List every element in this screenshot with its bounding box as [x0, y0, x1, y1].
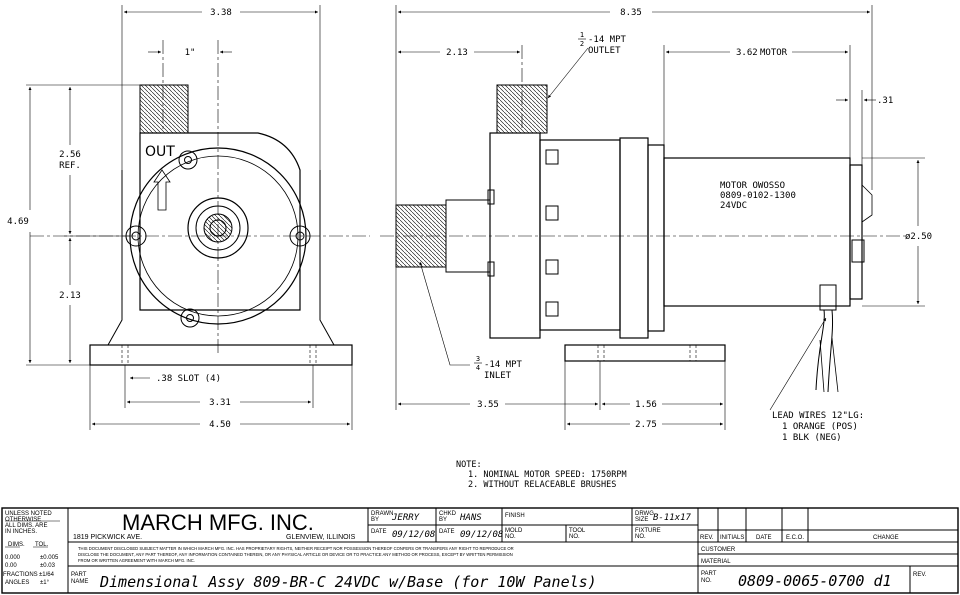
note-1: 1. NOMINAL MOTOR SPEED: 1750RPM: [468, 470, 627, 480]
date-header: DATE: [756, 535, 772, 541]
rev-header: REV.: [700, 535, 714, 541]
dim-center-height: 2.13: [59, 291, 81, 301]
drawn-label-2: BY: [371, 517, 379, 523]
dim-motor-label: MOTOR: [760, 48, 788, 58]
disclaimer-2: DISCLOSE THE DOCUMENT, ANY PART THEREOF,…: [78, 552, 513, 557]
chkd-label-1: CHKD: [439, 511, 457, 517]
inlet-thread: -14 MPT: [484, 360, 523, 370]
dims-row3: FRACTIONS: [3, 572, 38, 578]
motor-line3: 24VDC: [720, 201, 747, 211]
dim-port-height: 2.56: [59, 150, 81, 160]
customer-label: CUSTOMER: [701, 547, 736, 553]
title-block-frame: [1, 507, 959, 594]
inlet-label: INLET: [484, 371, 512, 381]
dims-row1: 0.000: [5, 555, 21, 561]
date-label-2: DATE: [439, 529, 455, 535]
notes-title: NOTE:: [456, 460, 482, 470]
note-2: 2. WITHOUT RELACEABLE BRUSHES: [468, 480, 616, 490]
front-view-labels: 3.38 1" 2.56 REF. 4.69 2.13 .38 SLOT (4)…: [7, 8, 232, 430]
dim-motor-diameter: ø2.50: [905, 232, 932, 242]
tol-row4: ±1°: [40, 580, 50, 586]
motor-line2: 0809-0102-1300: [720, 191, 796, 201]
inlet-fraction-num: 3: [476, 355, 480, 363]
dim-slot: .38 SLOT (4): [156, 374, 221, 384]
dim-motor-length: 3.62: [736, 48, 758, 58]
unless-noted-3: ALL DIMS. ARE: [5, 523, 47, 529]
dim-base-width: 4.50: [209, 420, 231, 430]
rev-label: REV.: [913, 572, 927, 578]
outlet-fraction-den: 2: [580, 40, 584, 48]
part-number-label-2: NO.: [701, 578, 712, 584]
tool-label-1: TOOL: [569, 528, 586, 534]
date-label-1: DATE: [371, 529, 387, 535]
unless-noted-1: UNLESS NOTED: [5, 511, 52, 517]
dim-inlet-to-base: 3.55: [477, 400, 499, 410]
drwg-label-1: DRWG: [635, 511, 654, 517]
out-label: OUT: [145, 144, 175, 160]
dim-base-offset: 1.56: [635, 400, 657, 410]
dims-row2: 0.00: [5, 563, 17, 569]
part-number-label-1: PART: [701, 571, 717, 577]
dim-hole-spacing: 3.31: [209, 398, 231, 408]
lead-line3: 1 BLK (NEG): [782, 433, 842, 443]
fixture-label-2: NO.: [635, 534, 646, 540]
dim-port-height-ref: REF.: [59, 161, 81, 171]
side-view: [380, 5, 925, 430]
unless-noted-2: OTHERWISE: [5, 517, 41, 523]
chkd-label-2: BY: [439, 517, 447, 523]
mold-label-2: NO.: [505, 534, 516, 540]
front-view: [26, 5, 370, 430]
company-name: MARCH MFG. INC.: [122, 510, 314, 535]
part-name-label-1: PART: [71, 572, 87, 578]
title-block: UNLESS NOTED OTHERWISE ALL DIMS. ARE IN …: [3, 510, 927, 591]
side-view-labels: 8.35 2.13 1 2 -14 MPT OUTLET 3.62 MOTOR …: [446, 8, 932, 443]
drawn-by: JERRY: [391, 513, 420, 523]
disclaimer-3: FROM OR WRITTEN AGREEMENT WITH MARCH MFG…: [78, 558, 195, 563]
material-label: MATERIAL: [701, 559, 731, 565]
finish-label: FINISH: [505, 513, 525, 519]
motor-line1: MOTOR OWOSSO: [720, 181, 785, 191]
company-address: 1819 PICKWICK AVE.: [73, 534, 142, 541]
tol-row2: ±0.03: [40, 563, 56, 569]
disclaimer-1: THIS DOCUMENT DISCLOSED SUBJECT MATTER I…: [78, 546, 514, 551]
dim-outlet-offset: 2.13: [446, 48, 468, 58]
drawing-size: B-11x17: [653, 513, 692, 523]
company-city: GLENVIEW, ILLINOIS: [286, 534, 356, 541]
dim-port-offset: 1": [185, 48, 196, 58]
inlet-fraction-den: 4: [476, 364, 480, 372]
fixture-label-1: FIXTURE: [635, 528, 661, 534]
dims-header: DIMS.: [8, 542, 25, 548]
eco-header: E.C.O.: [786, 535, 804, 541]
drawn-label-1: DRAWN: [371, 511, 393, 517]
lead-line1: LEAD WIRES 12"LG:: [772, 411, 864, 421]
outlet-label: OUTLET: [588, 46, 621, 56]
tol-header: TOL.: [35, 542, 49, 548]
drwg-label-2: SIZE: [635, 517, 648, 523]
mold-label-1: MOLD: [505, 528, 523, 534]
tol-row1: ±0.005: [40, 555, 59, 561]
initials-header: INITIALS: [720, 535, 744, 541]
unless-noted-4: IN INCHES.: [5, 529, 37, 535]
dim-overall-length: 8.35: [620, 8, 642, 18]
change-header: CHANGE: [873, 535, 899, 541]
notes: NOTE: 1. NOMINAL MOTOR SPEED: 1750RPM 2.…: [456, 460, 627, 490]
dim-overall-height: 4.69: [7, 217, 29, 227]
drawn-date: 09/12/08: [392, 530, 435, 540]
outlet-thread: -14 MPT: [588, 35, 627, 45]
outlet-fraction-num: 1: [580, 31, 584, 39]
part-name-label-2: NAME: [71, 579, 88, 585]
dim-overall-width: 3.38: [210, 8, 232, 18]
part-name: Dimensional Assy 809-BR-C 24VDC w/Base (…: [99, 573, 597, 591]
tol-row3: ±1/64: [39, 572, 55, 578]
dim-base-length: 2.75: [635, 420, 657, 430]
checked-by: HANS: [459, 513, 482, 523]
checked-date: 09/12/08: [460, 530, 503, 540]
lead-line2: 1 ORANGE (POS): [782, 422, 858, 432]
dim-endcap: .31: [877, 96, 893, 106]
dims-row4: ANGLES: [5, 580, 29, 586]
part-number: 0809-0065-0700 d1: [738, 572, 892, 590]
tool-label-2: NO.: [569, 534, 580, 540]
